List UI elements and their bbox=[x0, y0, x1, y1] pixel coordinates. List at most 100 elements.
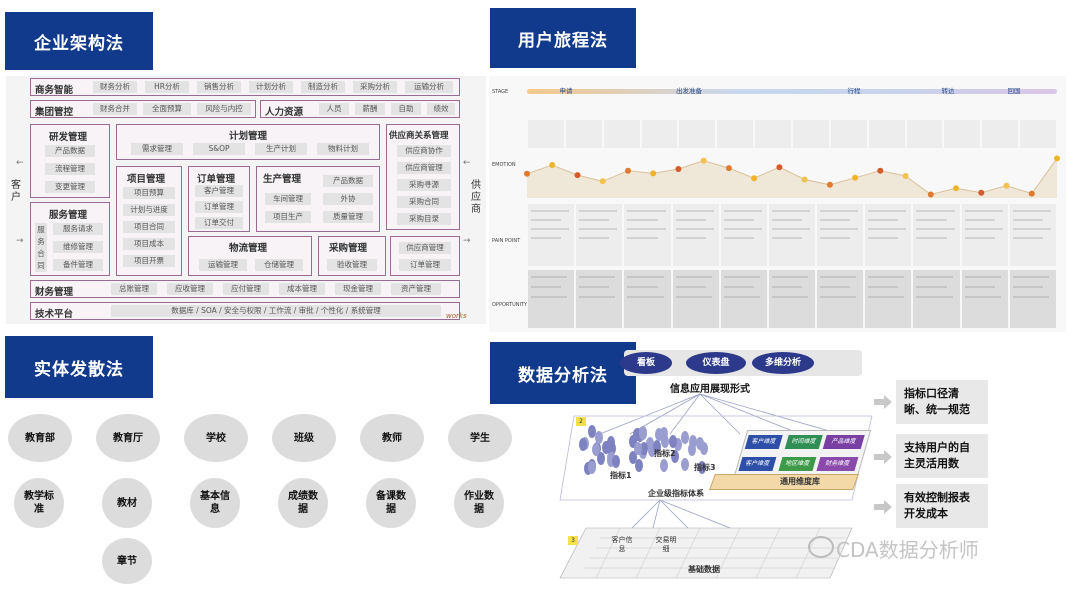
text-line bbox=[1012, 276, 1049, 278]
production-label: 生产管理 bbox=[263, 174, 302, 185]
emotion-point bbox=[953, 185, 959, 192]
text-line bbox=[820, 286, 851, 288]
metric-ellipse bbox=[689, 434, 698, 448]
text-line bbox=[675, 286, 706, 288]
srm-item: 采购合同 bbox=[397, 196, 451, 208]
touchpoint-cell bbox=[565, 120, 602, 148]
hr-item: 人员 bbox=[319, 103, 349, 115]
emotion-line bbox=[526, 158, 1058, 196]
text-line bbox=[916, 296, 953, 298]
text-line bbox=[964, 286, 995, 288]
group-control-label: 集团管控 bbox=[35, 107, 74, 118]
pain-point-cell bbox=[720, 204, 767, 266]
stage-label: 回国 bbox=[1007, 87, 1021, 95]
text-line bbox=[579, 219, 610, 221]
project-label: 项目管理 bbox=[127, 174, 166, 185]
srm-box: 供应商关系管理 供应商协作 供应商管理 采购寻源 采购合同 采购目录 bbox=[386, 124, 460, 230]
service-item: 服务请求 bbox=[53, 223, 103, 235]
touchpoint-cell bbox=[944, 120, 981, 148]
text-line bbox=[820, 237, 851, 239]
hr-item: 薪酬 bbox=[355, 103, 385, 115]
pain-point-cell bbox=[1009, 204, 1056, 266]
plan-box: 计划管理 需求管理 S&OP 生产计划 物料计划 bbox=[116, 124, 380, 160]
stage-label: 行程 bbox=[847, 87, 861, 95]
metric-ellipse bbox=[588, 424, 597, 438]
finance-row: 财务管理 总账管理 应收管理 应付管理 成本管理 现金管理 资产管理 bbox=[30, 280, 460, 298]
pain-point-cell bbox=[624, 204, 671, 266]
emotion-area bbox=[527, 158, 1057, 198]
text-line bbox=[579, 296, 616, 298]
text-line bbox=[723, 210, 762, 212]
opportunity-cell bbox=[624, 270, 671, 328]
opportunity-row-label: OPPORTUNITY bbox=[492, 302, 528, 308]
dimension-grid: 客户维度 时间维度 产品维度 客户维度 地区维度 财务维度 bbox=[732, 430, 872, 480]
production-item: 外协 bbox=[323, 193, 373, 205]
display-oval: 看板 bbox=[620, 352, 672, 374]
entity-node: 学校 bbox=[184, 414, 248, 462]
metric-ellipse bbox=[655, 427, 664, 441]
service-box: 服务管理 服务合同 服务请求 维修管理 备件管理 bbox=[30, 202, 110, 276]
text-line bbox=[820, 228, 859, 230]
dim-chip: 地区维度 bbox=[778, 457, 817, 471]
stage-label: 转达 bbox=[941, 87, 955, 95]
metric-ellipse bbox=[647, 443, 656, 457]
text-line bbox=[820, 210, 859, 212]
text-line bbox=[964, 276, 1001, 278]
text-line bbox=[675, 228, 714, 230]
touchpoint-cell bbox=[793, 120, 829, 148]
text-line bbox=[531, 219, 562, 221]
project-box: 项目管理 项目预算 计划与进度 项目合同 项目成本 项目开票 bbox=[116, 166, 182, 276]
bi-item: 采购分析 bbox=[353, 81, 397, 93]
metric-ellipse bbox=[670, 449, 679, 463]
group-item: 全面预算 bbox=[143, 103, 191, 115]
emotion-point bbox=[978, 189, 985, 196]
rd-item: 变更管理 bbox=[45, 181, 95, 193]
text-line bbox=[723, 228, 762, 230]
bi-item: 计划分析 bbox=[249, 81, 293, 93]
emotion-point bbox=[549, 162, 556, 168]
text-line bbox=[531, 228, 570, 230]
srm-item: 供应商协作 bbox=[397, 145, 451, 157]
opportunity-cell bbox=[672, 270, 719, 328]
entity-node: 学生 bbox=[448, 414, 512, 462]
touchpoint-cell bbox=[868, 120, 905, 148]
opportunity-cell bbox=[576, 270, 623, 328]
service-item: 备件管理 bbox=[53, 259, 103, 271]
group-control-row: 集团管控 财务合并 全面预算 风险与内控 bbox=[30, 100, 256, 118]
enterprise-diagram: 客户 ← → 供应商 ← → 商务智能 财务分析 HR分析 销售分析 计划分析 … bbox=[6, 76, 486, 324]
emotion-row-label: EMOTION bbox=[492, 162, 516, 168]
bi-row: 商务智能 财务分析 HR分析 销售分析 计划分析 制造分析 采购分析 运输分析 bbox=[30, 78, 460, 96]
text-line bbox=[771, 286, 803, 288]
benefit-box: 指标口径清晰、统一规范 bbox=[896, 380, 988, 424]
purchase-box: 采购管理 验收管理 bbox=[318, 236, 386, 276]
pain-point-cell bbox=[817, 204, 864, 266]
order-item: 订单管理 bbox=[195, 201, 243, 213]
srm-item: 采购目录 bbox=[397, 213, 451, 225]
text-line bbox=[579, 210, 618, 212]
customer-label: 客户 bbox=[11, 180, 21, 203]
text-line bbox=[1012, 228, 1051, 230]
text-line bbox=[1012, 286, 1043, 288]
pain-point-cell bbox=[528, 204, 575, 266]
text-line bbox=[916, 286, 947, 288]
text-line bbox=[723, 296, 760, 298]
text-line bbox=[579, 276, 616, 278]
order-box: 订单管理 客户管理 订单管理 订单交付 bbox=[188, 166, 250, 232]
touchpoint-cell bbox=[717, 120, 754, 148]
arrow-right: → bbox=[16, 236, 24, 246]
text-line bbox=[771, 237, 803, 239]
emotion-point bbox=[751, 175, 758, 182]
dimension-label: 通用维度库 bbox=[780, 477, 820, 486]
text-line bbox=[531, 276, 568, 278]
metric-ellipse bbox=[638, 426, 647, 440]
metric-ellipse bbox=[587, 461, 596, 474]
metric-ellipse bbox=[634, 458, 643, 472]
plan-item: S&OP bbox=[193, 143, 245, 155]
order-item: 订单交付 bbox=[195, 217, 243, 229]
metric-ellipse bbox=[696, 437, 705, 450]
analysis-title: 数据分析法 bbox=[490, 342, 636, 404]
hr-row: 人力资源 人员 薪酬 自助 绩效 bbox=[260, 100, 460, 118]
opportunity-cell bbox=[961, 270, 1008, 328]
text-line bbox=[531, 286, 562, 288]
production-box: 生产管理 车间管理 项目生产 产品数据 外协 质量管理 bbox=[256, 166, 380, 232]
